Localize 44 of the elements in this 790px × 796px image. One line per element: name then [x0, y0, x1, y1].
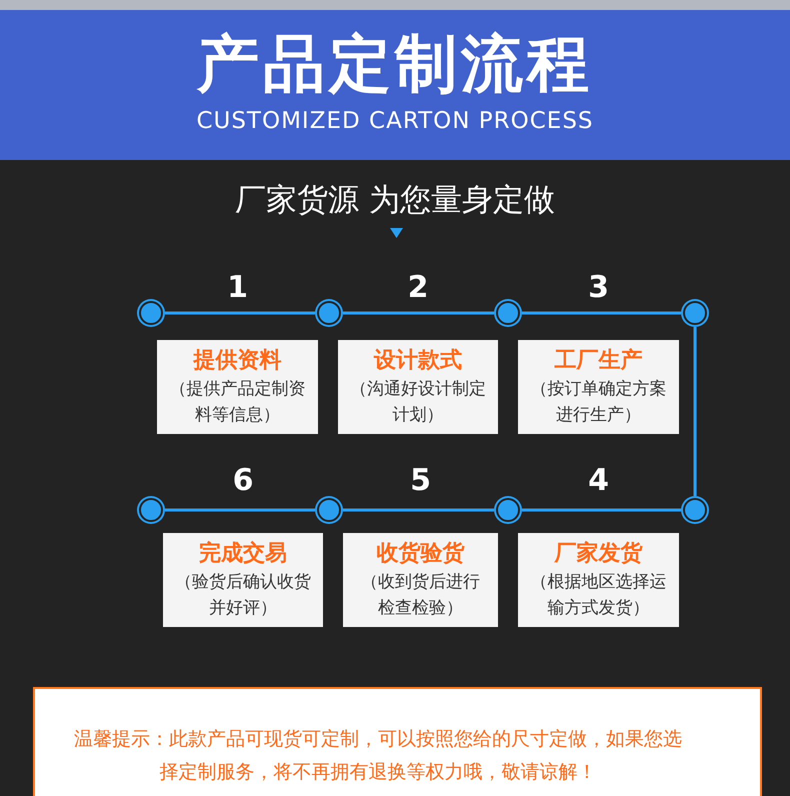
step-dot [317, 301, 341, 325]
title: 产品定制流程 [196, 28, 594, 100]
step-heading: 设计款式 [372, 347, 463, 375]
step-card [343, 533, 498, 627]
step-description: （按订单确定方案进行生产） [530, 378, 668, 427]
connector-line [165, 508, 315, 512]
step-description: （沟通好设计制定计划） [349, 378, 487, 427]
step-dot [139, 498, 163, 522]
step-card [338, 340, 498, 434]
step-number: 2 [406, 270, 430, 306]
tagline: 厂家货源 为您量身定做 [234, 181, 556, 220]
notice-box [33, 687, 762, 796]
step-dot [683, 301, 707, 325]
step-description: （收到货后进行检查检验） [360, 571, 481, 620]
step-number: 5 [409, 463, 432, 499]
step-heading: 收货验货 [376, 540, 466, 568]
connector-line [522, 508, 681, 512]
step-card [518, 340, 679, 434]
step-dot [496, 301, 520, 325]
step-card [163, 533, 323, 627]
connector-line [343, 508, 494, 512]
step-card [157, 340, 318, 434]
step-card [518, 533, 679, 627]
step-number: 4 [587, 463, 610, 499]
subtitle: CUSTOMIZED CARTON PROCESS [195, 107, 595, 136]
step-description: （根据地区选择运输方式发货） [530, 571, 668, 620]
step-heading: 提供资料 [192, 347, 282, 375]
connector-line [343, 312, 494, 314]
step-number: 3 [587, 270, 610, 306]
step-dot [317, 498, 341, 522]
step-number: 6 [232, 463, 254, 499]
step-number: 1 [226, 270, 249, 306]
connector-line [522, 312, 681, 314]
step-description: （提供产品定制资料等信息） [168, 378, 306, 427]
step-dot [683, 498, 707, 522]
step-dot [496, 498, 520, 522]
notice-text: 温馨提示：此款产品可现货可定制，可以按照您给的尺寸定做，如果您选择定制服务，将不再拥有退换等权力哦，敬请谅解！ [73, 727, 683, 785]
connector-line [694, 327, 696, 496]
step-heading: 工厂生产 [554, 347, 644, 375]
step-heading: 厂家发货 [553, 540, 644, 568]
step-description: （验货后确认收货并好评） [174, 571, 312, 620]
step-dot [139, 301, 163, 325]
connector-line [165, 312, 315, 314]
step-heading: 完成交易 [198, 540, 288, 568]
